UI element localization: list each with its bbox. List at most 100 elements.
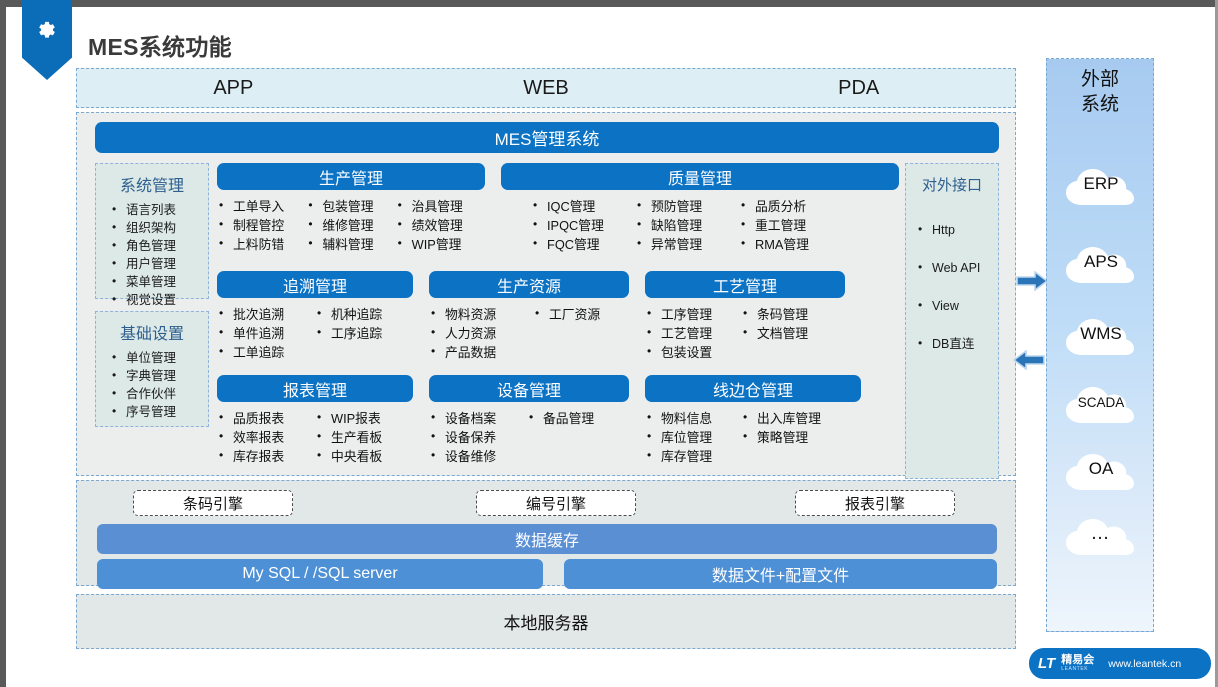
data-cache-bar: 数据缓存 (97, 524, 997, 554)
list-item[interactable]: RMA管理 (739, 234, 843, 254)
list-item[interactable]: 物料信息 (645, 408, 741, 428)
list-item[interactable]: 备品管理 (527, 408, 594, 428)
list-item[interactable]: 绩效管理 (396, 215, 485, 235)
list-item[interactable]: 库存管理 (645, 446, 741, 466)
list-item[interactable]: 辅料管理 (306, 234, 395, 254)
list-item[interactable]: 中央看板 (315, 446, 413, 466)
cloud-scada[interactable]: SCADA (1060, 379, 1142, 425)
module-title[interactable]: 报表管理 (217, 375, 413, 402)
list-item[interactable]: 效率报表 (217, 427, 315, 447)
list-item[interactable]: 文档管理 (741, 323, 808, 343)
list-item[interactable]: 组织架构 (112, 218, 208, 237)
list-item[interactable]: 语言列表 (112, 200, 208, 219)
list-item[interactable]: 批次追溯 (217, 304, 315, 324)
list-item[interactable]: IPQC管理 (531, 215, 635, 235)
list-item[interactable]: 库存报表 (217, 446, 315, 466)
list-item[interactable]: 序号管理 (112, 402, 208, 421)
list-item[interactable]: 上料防错 (217, 234, 306, 254)
list-item[interactable]: 库位管理 (645, 427, 741, 447)
list-item[interactable]: 品质分析 (739, 196, 843, 216)
list-item[interactable]: 单件追溯 (217, 323, 315, 343)
list-item[interactable]: 工厂资源 (533, 304, 600, 324)
list-item[interactable]: IQC管理 (531, 196, 635, 216)
list-item[interactable]: 生产看板 (315, 427, 413, 447)
list-item[interactable]: 出入库管理 (741, 408, 821, 428)
list-item[interactable]: 品质报表 (217, 408, 315, 428)
engine-numbering[interactable]: 编号引擎 (476, 490, 636, 516)
client-web: WEB (523, 76, 569, 99)
list-item[interactable]: 机种追踪 (315, 304, 413, 324)
list-item[interactable]: 重工管理 (739, 215, 843, 235)
module-column: 机种追踪工序追踪 (315, 304, 413, 362)
list-item[interactable]: 工单导入 (217, 196, 306, 216)
list-item[interactable]: 包装管理 (306, 196, 395, 216)
cloud-oa[interactable]: OA (1060, 446, 1142, 492)
engine-barcode[interactable]: 条码引擎 (133, 490, 293, 516)
list-item[interactable]: 单位管理 (112, 348, 208, 367)
list-item[interactable]: DB直连 (918, 335, 998, 352)
module-title[interactable]: 追溯管理 (217, 271, 413, 298)
module-title[interactable]: 生产资源 (429, 271, 629, 298)
list-item[interactable]: 字典管理 (112, 366, 208, 385)
module-column: 工序管理工艺管理包装设置 (645, 304, 741, 362)
client-pda: PDA (838, 76, 880, 99)
module-column: WIP报表生产看板中央看板 (315, 408, 413, 466)
list-item[interactable]: 工单追踪 (217, 342, 315, 362)
module-column: 品质分析重工管理RMA管理 (739, 196, 843, 254)
list-item[interactable]: 角色管理 (112, 236, 208, 255)
module-column: 包装管理维修管理辅料管理 (306, 196, 395, 254)
list-item[interactable]: WIP报表 (315, 408, 413, 428)
list-item[interactable]: 维修管理 (306, 215, 395, 235)
module-title[interactable]: 质量管理 (501, 163, 899, 190)
list-item[interactable]: 包装设置 (645, 342, 741, 362)
list-item[interactable]: 预防管理 (635, 196, 739, 216)
module-title[interactable]: 工艺管理 (645, 271, 845, 298)
module-title[interactable]: 线边仓管理 (645, 375, 861, 402)
company-logo[interactable]: LT 精易会 LEANTEK www.leantek.cn (1029, 648, 1211, 679)
engine-report[interactable]: 报表引擎 (795, 490, 955, 516)
list-item[interactable]: 菜单管理 (112, 272, 208, 291)
list-item[interactable]: 制程管控 (217, 215, 306, 235)
cloud-label: APS (1083, 252, 1119, 271)
list-item[interactable]: Web API (918, 259, 998, 276)
list-item[interactable]: 合作伙伴 (112, 384, 208, 403)
cloud-erp[interactable]: ERP (1060, 161, 1142, 207)
module-title[interactable]: 生产管理 (217, 163, 485, 190)
list-item[interactable]: 治具管理 (396, 196, 485, 216)
cloud-wms[interactable]: WMS (1060, 311, 1142, 357)
module-title[interactable]: 设备管理 (429, 375, 629, 402)
list-item[interactable]: Http (918, 221, 998, 238)
list-item[interactable]: 条码管理 (741, 304, 808, 324)
arrow-left-icon (1013, 350, 1045, 370)
module-traceability: 追溯管理 批次追溯单件追溯工单追踪 机种追踪工序追踪 (217, 271, 413, 362)
logo-subtitle: LEANTEK (1061, 666, 1089, 672)
list-item[interactable]: 产品数据 (429, 342, 533, 362)
panel-title: 基础设置 (119, 326, 184, 343)
mes-system-header: MES管理系统 (95, 122, 999, 153)
list-item[interactable]: 缺陷管理 (635, 215, 739, 235)
list-item[interactable]: 视觉设置 (112, 290, 208, 309)
list-item[interactable]: 异常管理 (635, 234, 739, 254)
list-item[interactable]: 设备维修 (429, 446, 527, 466)
panel-item-list: 单位管理 字典管理 合作伙伴 序号管理 (96, 348, 208, 421)
module-column: 品质报表效率报表库存报表 (217, 408, 315, 466)
list-item[interactable]: View (918, 297, 998, 314)
list-item[interactable]: 设备档案 (429, 408, 527, 428)
list-item[interactable]: 工艺管理 (645, 323, 741, 343)
gear-badge (22, 0, 72, 80)
list-item[interactable]: 设备保养 (429, 427, 527, 447)
list-item[interactable]: 用户管理 (112, 254, 208, 273)
list-item[interactable]: 工序管理 (645, 304, 741, 324)
list-item[interactable]: 策略管理 (741, 427, 821, 447)
module-columns: 物料信息库位管理库存管理 出入库管理策略管理 (645, 408, 861, 466)
list-item[interactable]: FQC管理 (531, 234, 635, 254)
list-item[interactable]: WIP管理 (396, 234, 485, 254)
cloud-label: WMS (1080, 324, 1122, 343)
list-item[interactable]: 工序追踪 (315, 323, 413, 343)
cloud-aps[interactable]: APS (1060, 239, 1142, 285)
list-item[interactable]: 物料资源 (429, 304, 533, 324)
cloud-more[interactable]: … (1060, 511, 1142, 557)
module-column: IQC管理IPQC管理FQC管理 (531, 196, 635, 254)
list-item[interactable]: 人力资源 (429, 323, 533, 343)
